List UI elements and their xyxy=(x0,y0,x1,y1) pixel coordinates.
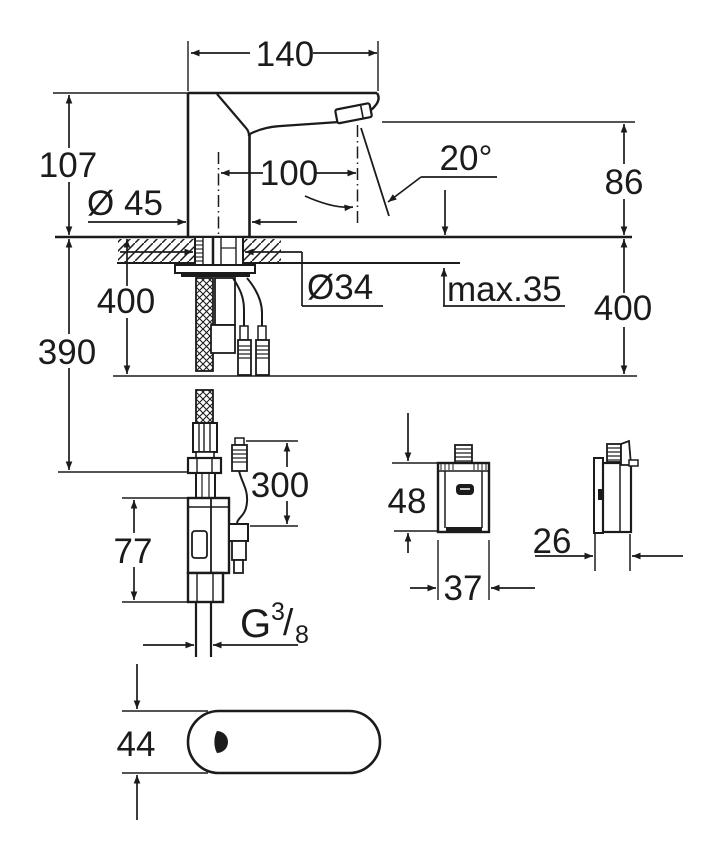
solenoid-valve xyxy=(186,437,249,657)
label-outlet-height: 86 xyxy=(605,163,644,202)
water-stream-line xyxy=(360,127,390,217)
label-spout-reach: 100 xyxy=(260,154,318,193)
label-body-height: 107 xyxy=(39,146,97,185)
hose-end-fitting xyxy=(186,422,223,475)
dim-valve-height xyxy=(122,497,192,603)
escutcheon-top-view xyxy=(186,709,382,775)
dim-outlet-height xyxy=(382,121,635,235)
label-valve-height: 77 xyxy=(114,532,153,571)
label-escutcheon-height: 44 xyxy=(117,725,156,764)
label-thread-numerator: 3 xyxy=(271,598,285,626)
label-spray-angle: 20° xyxy=(440,139,493,178)
dim-supply-drop xyxy=(58,239,188,473)
label-deck-thickness: max.35 xyxy=(447,270,562,309)
label-thread-slash: / xyxy=(283,602,294,643)
spout-outlet xyxy=(334,102,373,125)
grohe-logo xyxy=(456,484,474,495)
label-box-height: 48 xyxy=(388,482,427,521)
mounting-flange xyxy=(174,264,256,277)
label-left-drop: 400 xyxy=(97,282,155,321)
dim-deck-thickness xyxy=(440,190,565,307)
cable-connector-1 xyxy=(237,325,252,376)
dim-left-drop xyxy=(113,239,637,377)
label-right-drop: 400 xyxy=(594,289,652,328)
label-thread-g: G xyxy=(240,602,271,646)
dim-body-height xyxy=(53,92,188,235)
dim-box-height xyxy=(392,413,437,553)
dim-spout-width xyxy=(187,41,379,91)
power-box-side-view xyxy=(593,439,639,571)
dim-box-width xyxy=(410,540,535,600)
braided-hose-lower xyxy=(195,389,214,424)
label-supply-drop: 390 xyxy=(38,333,96,372)
label-box-width: 37 xyxy=(444,569,483,608)
dim-spray-angle xyxy=(304,176,497,212)
label-thread-denominator: 8 xyxy=(295,621,309,649)
mounting-shank xyxy=(194,236,244,267)
label-cable-length: 300 xyxy=(251,466,309,505)
label-box-depth: 26 xyxy=(533,522,572,561)
counter-section xyxy=(55,235,632,277)
dim-cable-length xyxy=(246,440,298,527)
label-spout-width: 140 xyxy=(256,35,314,74)
power-box-front-view xyxy=(436,444,491,534)
solenoid-cable xyxy=(236,470,249,524)
solenoid-port xyxy=(228,523,249,542)
dimension-labels: 140 107 100 20° 86 Ø 45 Ø34 max.35 400 3… xyxy=(38,35,652,764)
faucet-front-view xyxy=(186,91,390,262)
label-shank-diameter: Ø34 xyxy=(307,268,373,307)
sensor-window xyxy=(214,731,228,753)
label-base-diameter: Ø 45 xyxy=(87,184,163,223)
supply-hose-and-cables xyxy=(186,277,270,475)
cable-connector-2 xyxy=(255,325,270,376)
solenoid-cable-connector xyxy=(231,437,248,472)
dimension-annotations xyxy=(53,41,683,820)
dim-shank-diameter xyxy=(120,248,383,307)
dim-escutcheon-height xyxy=(122,664,208,820)
